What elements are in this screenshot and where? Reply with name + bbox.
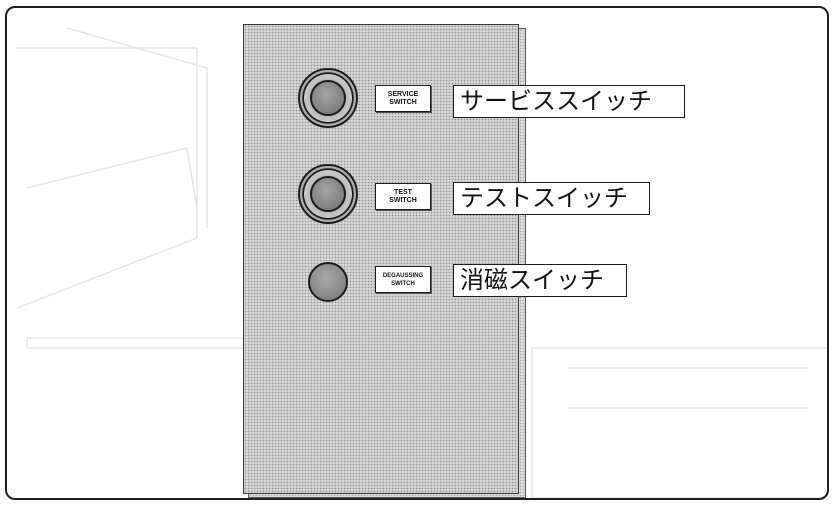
background-ghost-drawing [16,27,827,498]
test-switch-button-cap [310,176,346,212]
service-switch-callout: サービススイッチ [453,85,685,118]
degaussing-switch-button[interactable] [308,262,348,302]
degaussing-switch-callout: 消磁スイッチ [453,264,627,297]
service-switch-button[interactable] [298,68,358,128]
service-switch-plate: SERVICE SWITCH [375,85,431,112]
degaussing-switch-plate: DEGAUSSING SWITCH [375,266,431,293]
test-switch-plate: TEST SWITCH [375,183,431,210]
service-switch-button-cap [310,80,346,116]
test-switch-button[interactable] [298,164,358,224]
test-switch-callout: テストスイッチ [453,182,650,215]
